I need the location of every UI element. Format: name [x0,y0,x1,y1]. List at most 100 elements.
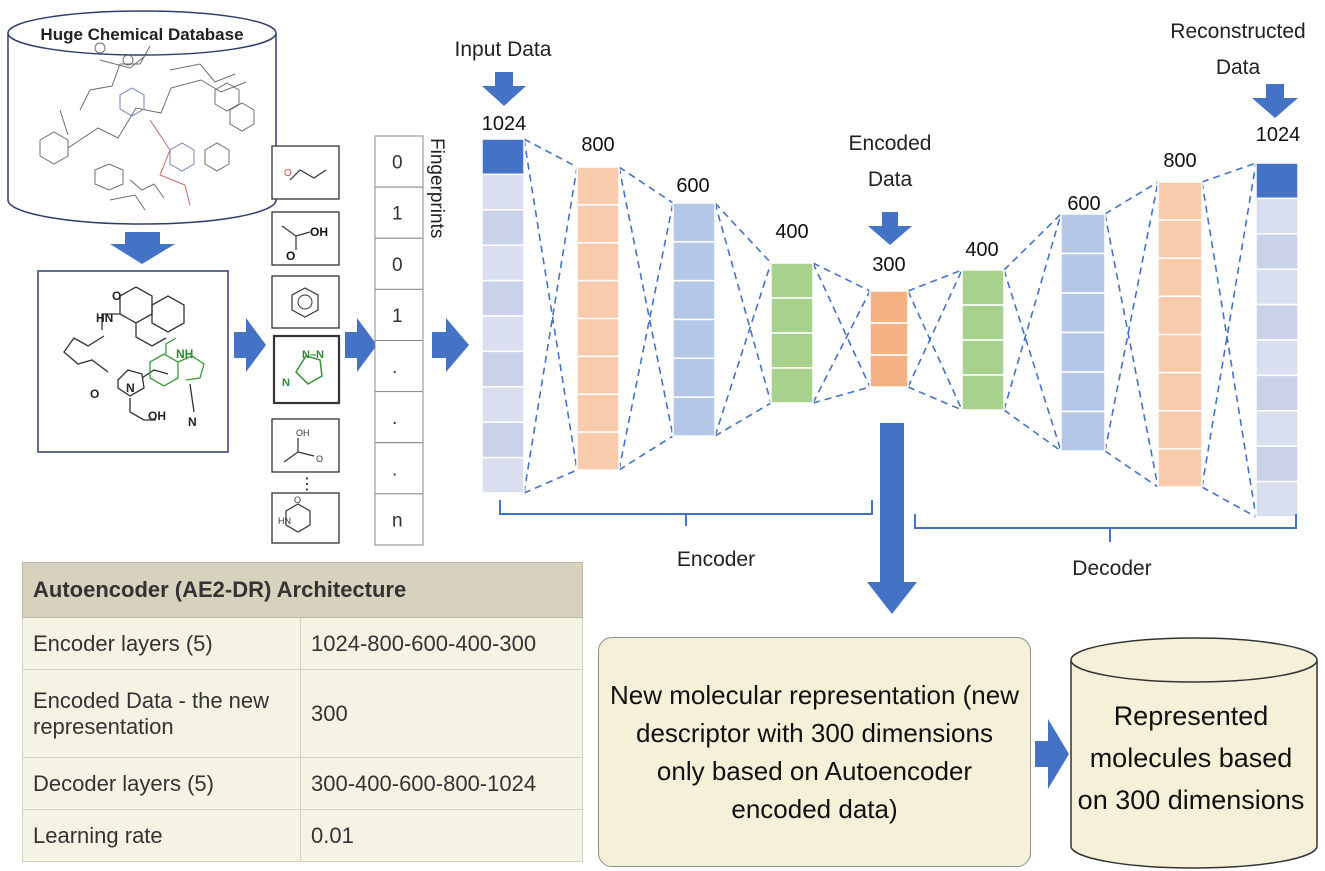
layer-cell [1255,268,1299,306]
connection-line [1104,213,1159,488]
layer-cell [576,355,620,395]
layer-300 [869,290,909,388]
down-arrow-icon [482,72,526,106]
connection-line [1104,450,1159,488]
connection-line [1003,213,1062,271]
table-cell-key: Encoder layers (5) [22,617,301,670]
fragment-ellipsis: ⋮ [299,476,315,493]
layer-cell [1060,331,1106,373]
decoder-bracket: Decoder [914,514,1297,580]
svg-text:HN: HN [278,516,291,526]
layer-cell [1157,219,1203,259]
table-row: Learning rate 0.01 [22,809,583,862]
layer-800 [576,166,620,471]
fragment-pyrazole: N–N N [272,334,341,405]
layer-cell [1157,295,1203,336]
layer-cell [1157,257,1203,298]
layer-400 [770,262,814,404]
connection-line [714,402,772,437]
connection-line [907,269,963,292]
chemical-database-cylinder: Huge Chemical Database [7,10,277,225]
layer-cell [869,322,909,356]
architecture-table-container: Autoencoder (AE2-DR) Architecture Encode… [22,562,583,862]
layer-size-label: 600 [676,175,709,197]
layer-cell [961,374,1005,411]
connection-line [523,138,578,168]
layer-600 [672,202,716,437]
layer-1024 [1255,162,1299,518]
layer-cell [1157,410,1203,450]
fingerprint-bit: 1 [392,204,403,225]
layer-size-label: 1024 [1256,124,1301,146]
svg-text:NH: NH [176,347,193,361]
molecule-cloud-image [39,42,255,211]
layer-cell [961,269,1005,306]
decoder-label: Decoder [1072,557,1151,580]
network-layers [481,138,1299,518]
layer-400 [961,269,1005,411]
svg-text:N–N: N–N [302,349,324,361]
layer-size-label: 800 [1163,150,1196,172]
fingerprint-cell [374,186,424,239]
connection-line [812,262,871,292]
layer-cell [1255,197,1299,235]
connection-line [812,290,871,404]
encoder-bracket: Encoder [499,500,873,571]
connection-line [714,262,772,437]
layer-cell [1060,252,1106,294]
right-arrow-icon [234,318,266,372]
represented-molecules-text: Represented molecules based on 300 dimen… [1077,701,1305,815]
layer-cell [1255,410,1299,447]
layer-size-label: 600 [1067,193,1100,215]
reconstructed-data-label-line1: Reconstructed [1170,20,1305,43]
down-arrow-icon [868,212,912,245]
table-cell-key: Learning rate [22,809,301,862]
encoded-data-label-line1: Encoded [849,132,932,155]
layer-cell [672,318,716,360]
layer-cell [481,173,525,211]
layer-size-label: 300 [872,254,905,276]
connection-line [1003,409,1062,452]
fingerprint-bit: 0 [392,255,403,276]
fragment-lactam: O HN [271,492,340,544]
fragment-acid-label: OH [310,225,328,239]
layer-cell [1255,233,1299,270]
fingerprint-cell [374,135,424,188]
fingerprint-bit: . [392,408,397,429]
layer-cell [1255,303,1299,341]
encoder-label: Encoder [677,548,755,571]
layer-cell [672,279,716,321]
connection-line [1201,162,1257,488]
connection-line [618,435,674,471]
connection-line [618,166,674,204]
layer-cell [672,241,716,282]
fragment-aldehyde: O [271,145,340,200]
right-arrow-icon [1035,719,1069,789]
svg-text:OH: OH [296,428,310,438]
connection-line [1104,181,1159,215]
connection-lines [523,138,1257,518]
fingerprint-cell [374,288,424,341]
fingerprint-bit: 0 [392,153,403,174]
svg-text:O: O [284,168,292,179]
down-arrow-icon [867,423,917,614]
fingerprint-bit: n [392,510,403,531]
fragment-list: O OH O N–N N OH O ⋮ O [271,145,341,544]
down-arrow-icon [1252,84,1298,118]
table-header-row: Autoencoder (AE2-DR) Architecture [22,562,583,618]
connection-line [523,166,578,494]
connection-line [523,138,578,471]
connection-line [618,202,674,471]
connection-line [618,166,674,437]
fingerprint-cell [374,237,424,290]
connection-line [1003,213,1062,411]
layer-cell [481,209,525,246]
layer-cell [1255,445,1299,483]
molecule-structure-box: HN O NH N O OH N [37,270,229,453]
table-row: Decoder layers (5) 300-400-600-800-1024 [22,757,583,810]
connection-line [714,202,772,404]
